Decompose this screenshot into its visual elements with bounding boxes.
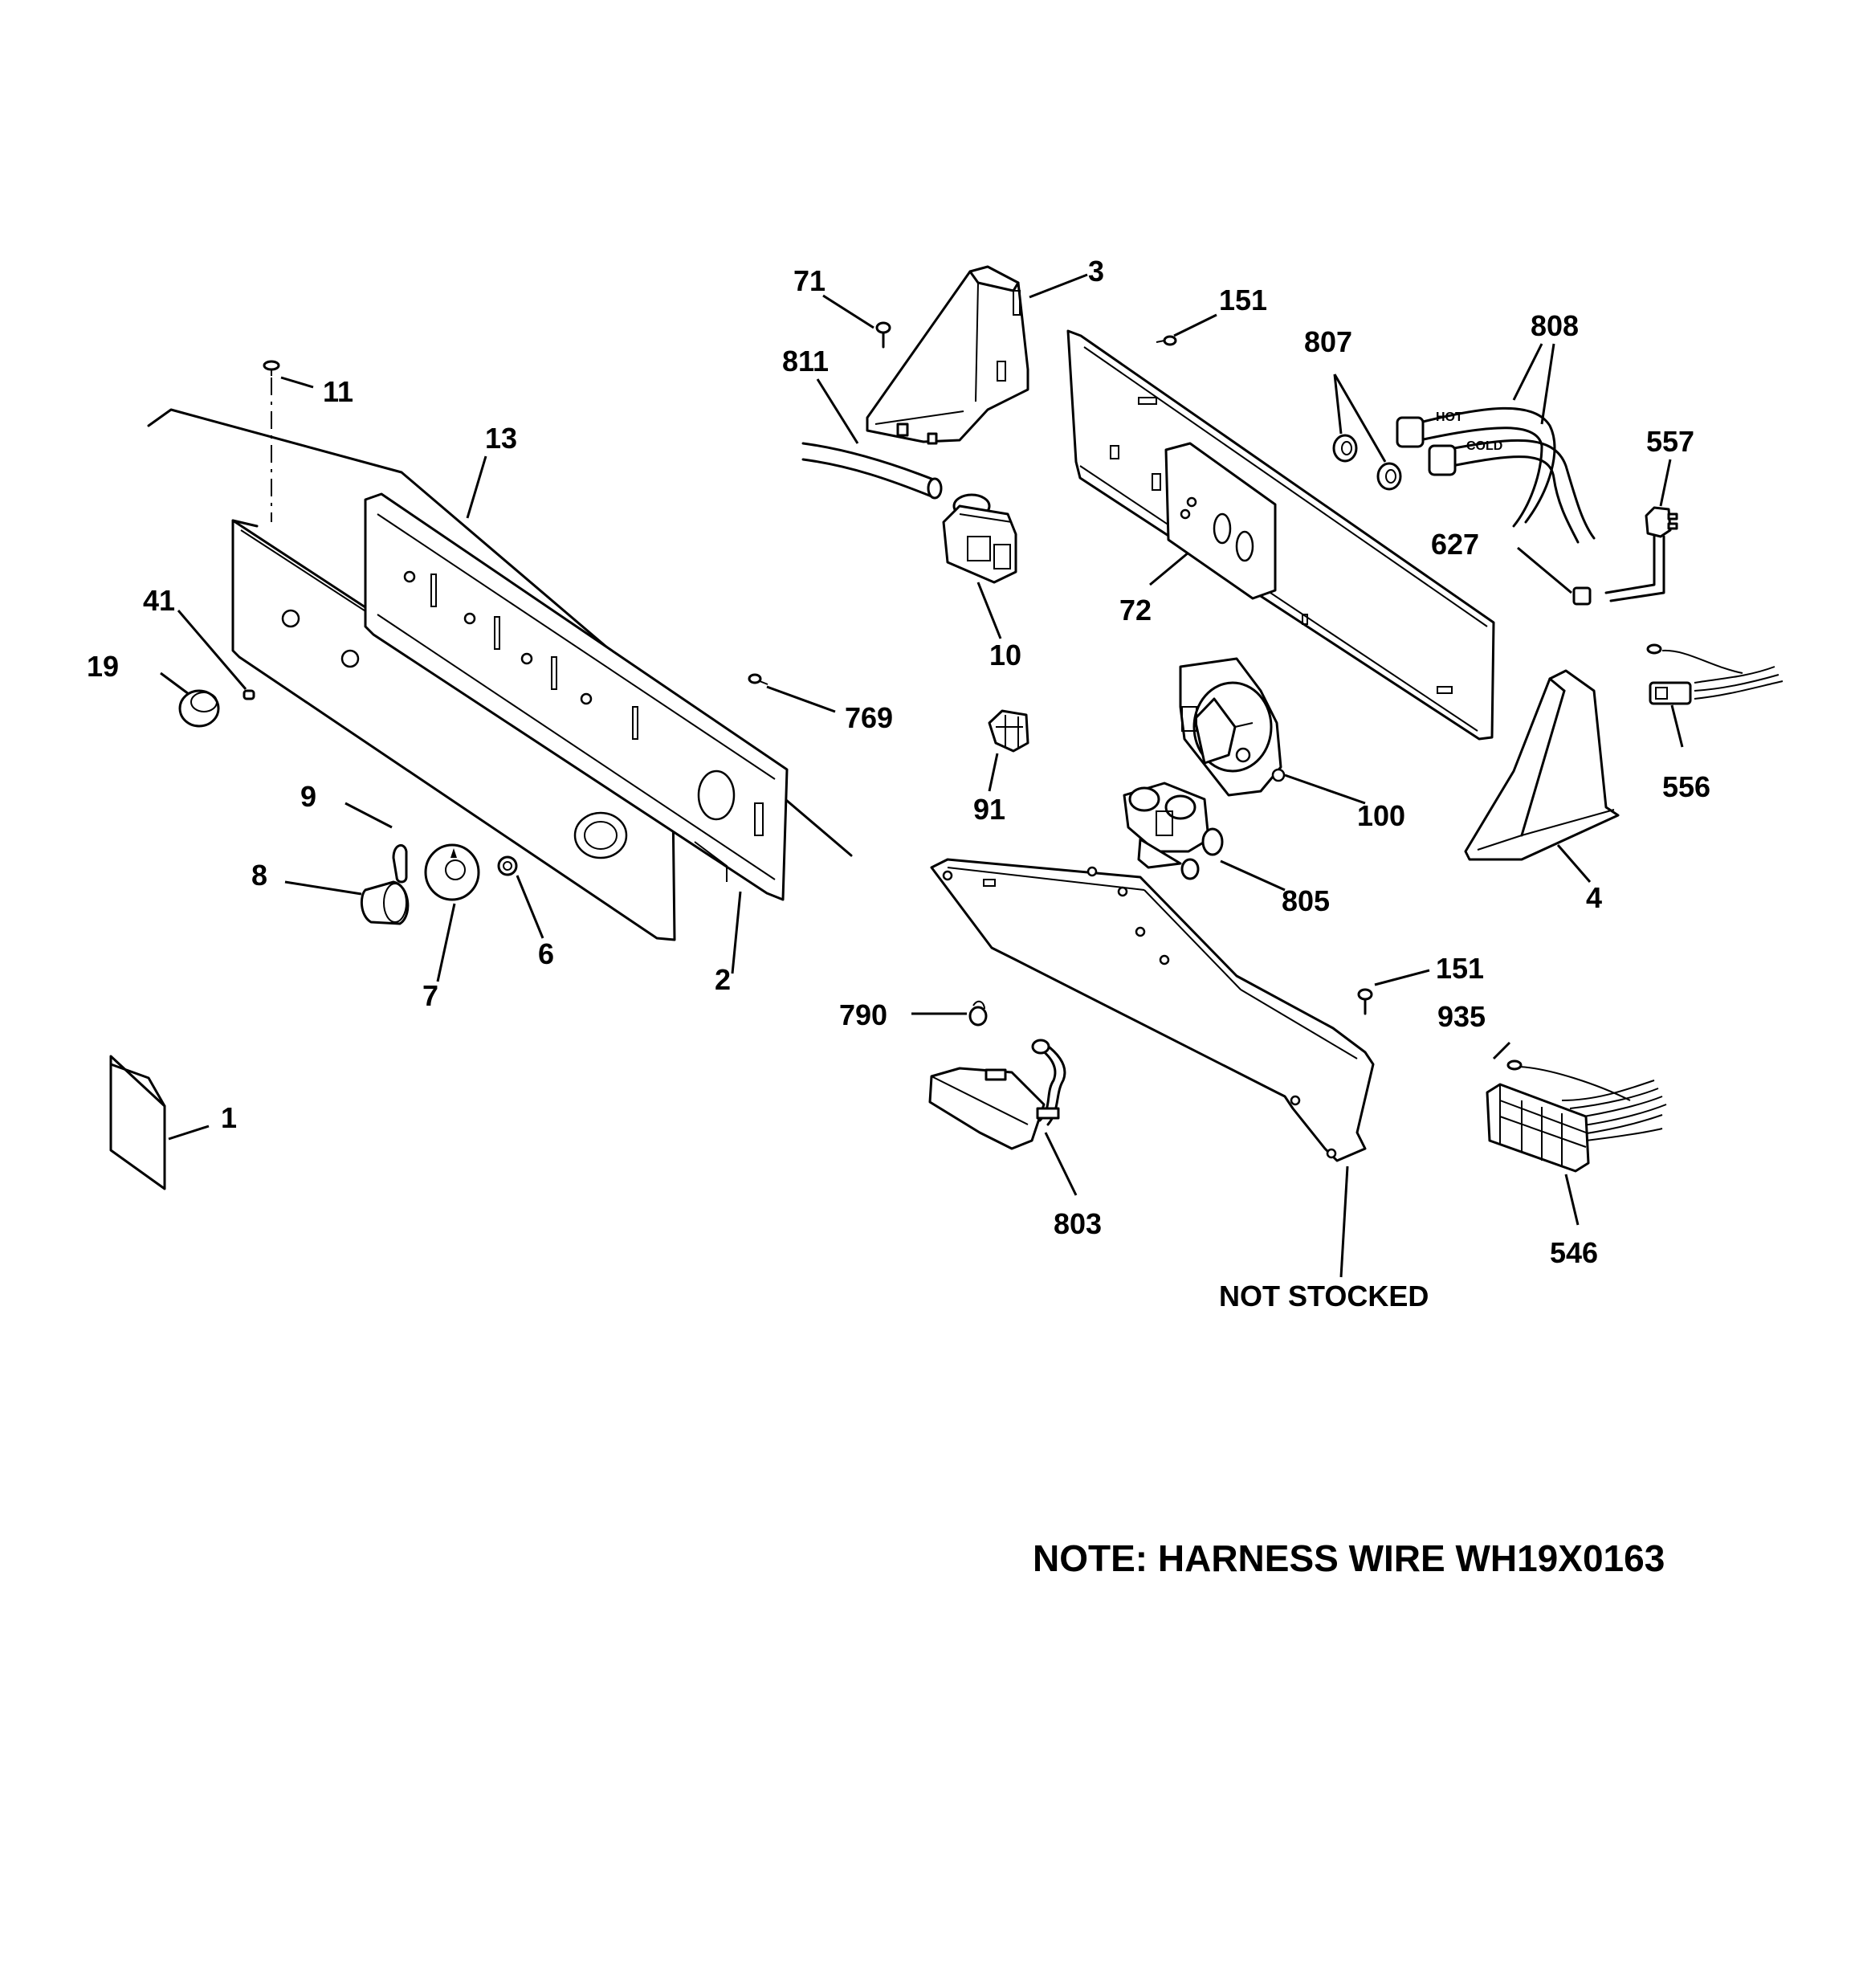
- callout-8: 8: [251, 859, 267, 892]
- callout-935: 935: [1437, 1000, 1486, 1033]
- part-807-washer-2: [1376, 462, 1402, 491]
- callout-71: 71: [793, 264, 826, 297]
- part-151-screw-lower: [1357, 988, 1373, 1015]
- part-72-back-panel: [1066, 329, 1495, 741]
- part-3-end-cap: [866, 265, 1029, 445]
- callout-151-lower: 151: [1436, 952, 1484, 985]
- part-9-clip: [392, 844, 408, 884]
- callout-7: 7: [422, 979, 438, 1012]
- part-808-cold-hose: COLD: [1428, 439, 1596, 544]
- part-71-screw: [875, 321, 891, 349]
- hose-hot-label: HOT: [1436, 410, 1463, 424]
- part-19-knob: [178, 689, 220, 728]
- callout-13: 13: [485, 422, 517, 455]
- hose-cold-label: COLD: [1466, 439, 1502, 453]
- callout-769: 769: [845, 701, 893, 734]
- callout-2: 2: [715, 963, 731, 996]
- part-11-screw: [263, 360, 280, 522]
- part-8-knob: [360, 880, 410, 925]
- callout-72: 72: [1119, 594, 1152, 627]
- callout-91: 91: [973, 793, 1005, 826]
- callout-151-upper: 151: [1219, 284, 1267, 316]
- callout-4: 4: [1586, 881, 1602, 914]
- harness-wire-note: NOTE: HARNESS WIRE WH19X0163: [1033, 1537, 1665, 1579]
- part-41-spring: [243, 689, 255, 700]
- callout-808: 808: [1531, 309, 1579, 342]
- callout-546: 546: [1550, 1236, 1598, 1269]
- part-10-pressure-switch: [942, 493, 1017, 584]
- callout-627: 627: [1431, 528, 1479, 561]
- part-6-nut: [497, 855, 518, 876]
- callout-807: 807: [1304, 325, 1352, 358]
- part-546-harness-connector: [1486, 1080, 1667, 1173]
- callout-9: 9: [300, 780, 316, 813]
- part-2-panel-frame: [364, 492, 789, 901]
- callout-6: 6: [538, 937, 554, 970]
- callout-100: 100: [1357, 799, 1405, 832]
- bottom-bracket-not-stocked: [930, 858, 1375, 1162]
- part-7-dial: [424, 843, 480, 901]
- callout-11: 11: [323, 375, 353, 408]
- leader-lines: [160, 273, 1684, 1278]
- part-811-hose: [801, 442, 943, 500]
- callout-10: 10: [989, 639, 1021, 672]
- part-935-wire: [1506, 1059, 1631, 1101]
- part-807-washer-1: [1332, 434, 1358, 463]
- part-556-connector: [1646, 643, 1784, 705]
- callout-3: 3: [1088, 255, 1104, 288]
- part-627-connector: [1572, 586, 1592, 606]
- part-4-end-cap: [1464, 669, 1620, 861]
- callout-811: 811: [782, 345, 829, 378]
- part-1-envelope: [109, 1055, 166, 1190]
- part-790-clamp: [968, 1000, 988, 1027]
- callout-1: 1: [221, 1101, 237, 1134]
- part-13-control-panel: [231, 519, 676, 941]
- callout-557: 557: [1646, 425, 1694, 458]
- callout-41: 41: [143, 584, 175, 617]
- callout-803: 803: [1054, 1207, 1102, 1240]
- part-805-water-valve: [1123, 782, 1224, 880]
- part-769-screw: [748, 673, 768, 685]
- part-100-timer: [1179, 657, 1286, 797]
- callout-805: 805: [1282, 884, 1330, 917]
- part-803-dispenser: [928, 1039, 1066, 1150]
- part-91-switch: [988, 709, 1029, 753]
- part-151-screw-upper: [1156, 335, 1177, 346]
- part-557-plug: [1604, 506, 1678, 602]
- part-808-hot-hose: HOT: [1396, 406, 1556, 528]
- callout-790: 790: [839, 998, 887, 1031]
- callout-556: 556: [1662, 770, 1710, 803]
- callout-19: 19: [87, 650, 119, 683]
- callout-labels: 1 2 3 4 6 7 8 9 10 11 13 19 41 71 72 91 …: [87, 255, 1710, 1269]
- not-stocked-label: NOT STOCKED: [1219, 1280, 1429, 1312]
